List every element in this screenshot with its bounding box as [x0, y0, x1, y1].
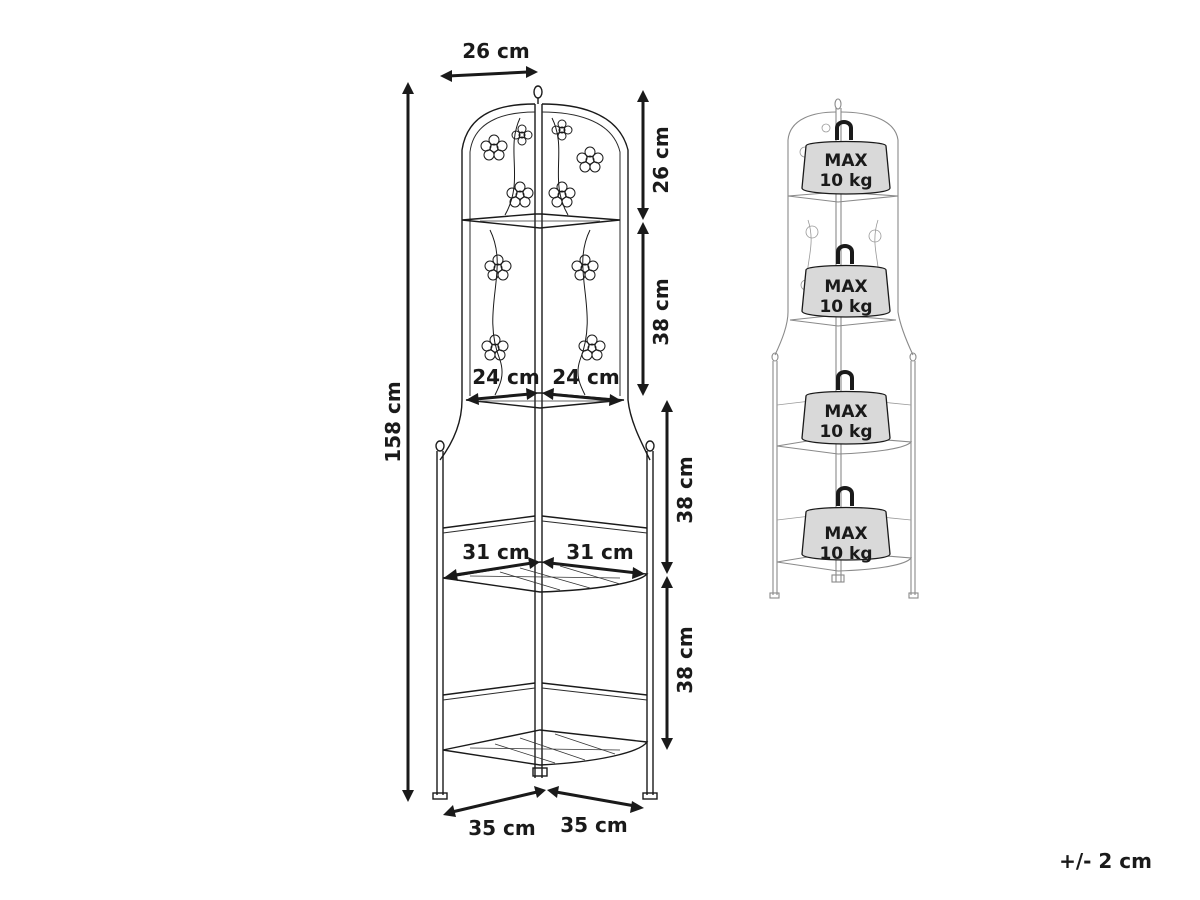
- shelf-2: [465, 392, 625, 409]
- label-shelf3-right-depth: 31 cm: [566, 540, 634, 564]
- label-top-section-height: 26 cm: [649, 126, 673, 194]
- weight-3: MAX 10 kg: [801, 370, 891, 445]
- label-shelf2-left-depth: 24 cm: [472, 365, 540, 389]
- weight-2-max: MAX: [824, 277, 867, 297]
- shelf-3: [442, 561, 649, 593]
- dimension-arrows: [402, 66, 673, 817]
- shelf-1: [461, 213, 621, 229]
- load-capacity-illustration: MAX 10 kg MAX 10 kg MAX 10 kg MAX 10 kg: [769, 98, 919, 599]
- center-foot: [532, 767, 548, 777]
- weight-3-kg: 10 kg: [819, 422, 872, 442]
- label-shelf2-right-depth: 24 cm: [552, 365, 620, 389]
- label-base-left-depth: 35 cm: [468, 816, 536, 840]
- weight-2: MAX 10 kg: [801, 244, 891, 318]
- lower-left-rail: [442, 682, 536, 696]
- label-total-height: 158 cm: [381, 381, 405, 462]
- dimension-labels: 26 cm 26 cm 38 cm 158 cm 24 cm 24 cm 38 …: [381, 39, 697, 840]
- label-second-section-height: 38 cm: [649, 278, 673, 346]
- right-arch-frame: [541, 103, 651, 461]
- label-shelf3-left-depth: 31 cm: [462, 540, 530, 564]
- weight-3-max: MAX: [824, 402, 867, 422]
- left-leg: [432, 440, 448, 800]
- label-bottom-section-height: 38 cm: [673, 626, 697, 694]
- label-base-right-depth: 35 cm: [560, 813, 628, 837]
- top-finial: [533, 85, 543, 104]
- label-third-section-height: 38 cm: [673, 456, 697, 524]
- right-arch-inner: [541, 111, 621, 396]
- left-arch-frame: [439, 103, 536, 461]
- left-arch-inner: [469, 111, 536, 396]
- shelf-4: [442, 729, 649, 766]
- weight-1-kg: 10 kg: [819, 171, 872, 191]
- tolerance-note: +/- 2 cm: [1059, 849, 1152, 873]
- floral-decoration: [480, 117, 606, 396]
- weight-4-kg: 10 kg: [819, 544, 872, 564]
- weight-1: MAX 10 kg: [801, 120, 891, 195]
- upper-right-rail: [541, 515, 648, 529]
- weight-4: MAX 10 kg: [801, 486, 891, 564]
- label-top-width: 26 cm: [462, 39, 530, 63]
- weight-4-max: MAX: [824, 524, 867, 544]
- weight-1-max: MAX: [824, 151, 867, 171]
- upper-left-rail: [442, 515, 536, 529]
- lower-right-rail: [541, 682, 648, 696]
- weight-2-kg: 10 kg: [819, 297, 872, 317]
- corner-shelf-drawing: [432, 85, 658, 800]
- right-leg: [642, 440, 658, 800]
